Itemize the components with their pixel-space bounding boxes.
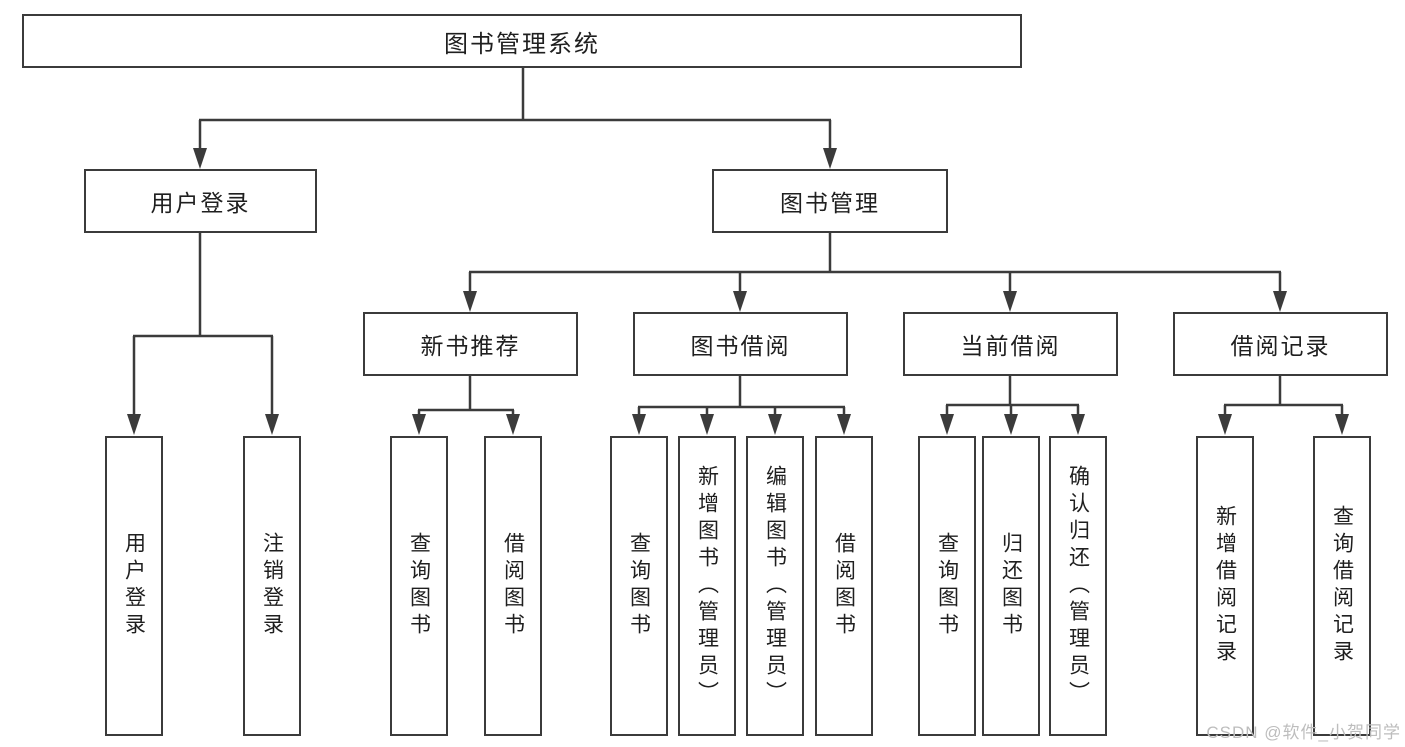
leaf-label: 查询图书	[627, 532, 651, 640]
leaf-label: 查询图书	[407, 532, 431, 640]
node-new-book-recommend: 新书推荐	[363, 312, 578, 376]
node-root: 图书管理系统	[22, 14, 1022, 68]
arrow-down-icon	[1218, 414, 1232, 435]
node-book-borrow: 图书借阅	[633, 312, 848, 376]
leaf-label: 注销登录	[260, 532, 284, 640]
leaf-query-books-current: 查询图书	[918, 436, 976, 736]
arrow-down-icon	[1004, 414, 1018, 435]
leaf-label: 确认归还（管理员）	[1066, 464, 1090, 708]
node-user-login: 用户登录	[84, 169, 317, 233]
leaf-label: 借阅图书	[832, 532, 856, 640]
leaf-confirm-return-admin: 确认归还（管理员）	[1049, 436, 1107, 736]
leaf-return-book: 归还图书	[982, 436, 1040, 736]
leaf-query-books-borrow: 查询图书	[610, 436, 668, 736]
arrow-down-icon	[940, 414, 954, 435]
arrow-down-icon	[463, 291, 477, 312]
leaf-edit-book-admin: 编辑图书（管理员）	[746, 436, 804, 736]
arrow-down-icon	[733, 291, 747, 312]
leaf-label: 借阅图书	[501, 532, 525, 640]
leaf-query-borrow-record: 查询借阅记录	[1313, 436, 1371, 736]
arrow-down-icon	[632, 414, 646, 435]
leaf-query-books-recommend: 查询图书	[390, 436, 448, 736]
connector-borrow-records	[1218, 375, 1349, 435]
connector-new-book-recommend	[412, 375, 520, 435]
arrow-down-icon	[127, 414, 141, 435]
leaf-label: 查询图书	[935, 532, 959, 640]
arrow-down-icon	[1273, 291, 1287, 312]
arrow-down-icon	[265, 414, 279, 435]
node-book-management: 图书管理	[712, 169, 948, 233]
leaf-logout: 注销登录	[243, 436, 301, 736]
leaf-borrow-books-recommend: 借阅图书	[484, 436, 542, 736]
connector-book-management	[463, 232, 1287, 312]
leaf-add-borrow-record: 新增借阅记录	[1196, 436, 1254, 736]
leaf-label: 用户登录	[122, 532, 146, 640]
arrow-down-icon	[1003, 291, 1017, 312]
node-borrow-records: 借阅记录	[1173, 312, 1388, 376]
leaf-label: 查询借阅记录	[1330, 505, 1354, 667]
leaf-label: 新增借阅记录	[1213, 505, 1237, 667]
arrow-down-icon	[506, 414, 520, 435]
connector-user-login	[127, 232, 279, 435]
connector-current-borrow	[940, 375, 1085, 435]
connector-book-borrow	[632, 375, 851, 435]
leaf-label: 编辑图书（管理员）	[763, 464, 787, 708]
node-current-borrow: 当前借阅	[903, 312, 1118, 376]
leaf-add-book-admin: 新增图书（管理员）	[678, 436, 736, 736]
arrow-down-icon	[1335, 414, 1349, 435]
leaf-label: 新增图书（管理员）	[695, 464, 719, 708]
leaf-label: 归还图书	[999, 532, 1023, 640]
csdn-watermark: CSDN @软件_小贺同学	[1206, 723, 1401, 742]
arrow-down-icon	[837, 414, 851, 435]
arrow-down-icon	[193, 148, 207, 169]
leaf-user-login: 用户登录	[105, 436, 163, 736]
arrow-down-icon	[700, 414, 714, 435]
arrow-down-icon	[1071, 414, 1085, 435]
arrow-down-icon	[412, 414, 426, 435]
arrow-down-icon	[768, 414, 782, 435]
arrow-down-icon	[823, 148, 837, 169]
leaf-borrow-books: 借阅图书	[815, 436, 873, 736]
connector-root	[193, 67, 837, 169]
